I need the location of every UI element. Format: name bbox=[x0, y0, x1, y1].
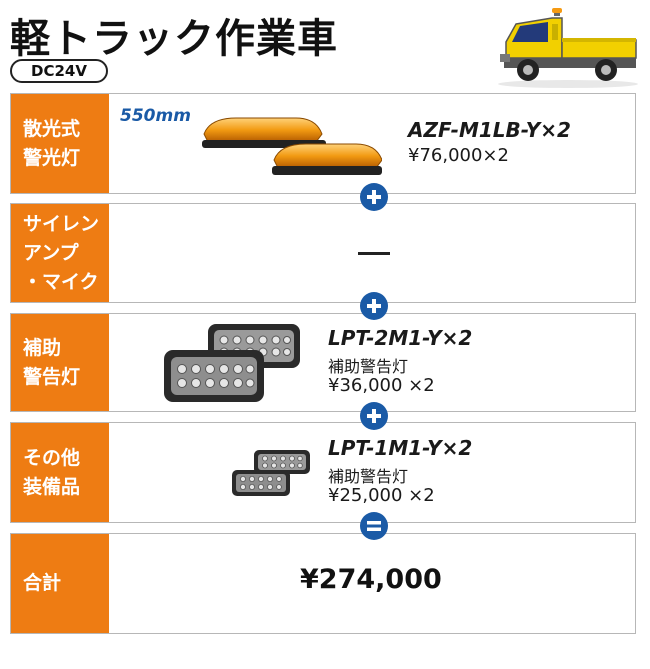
no-product-dash bbox=[358, 252, 390, 255]
light-bar-image bbox=[202, 117, 382, 175]
page-title: 軽トラック作業車 bbox=[10, 16, 338, 62]
product-type: 補助警告灯 bbox=[328, 467, 409, 486]
small-warning-light-image bbox=[232, 450, 310, 496]
plus-icon bbox=[360, 183, 388, 211]
category-label: 散光式 警光灯 bbox=[11, 94, 109, 193]
product-name: AZF-M1LB-Y×2 bbox=[408, 118, 571, 142]
truck-icon bbox=[498, 8, 638, 88]
plus-icon bbox=[360, 402, 388, 430]
row-total: 合計 bbox=[10, 533, 636, 634]
row-other-equipment: その他 装備品 bbox=[10, 422, 636, 523]
product-type: 補助警告灯 bbox=[328, 357, 409, 376]
product-name: LPT-1M1-Y×2 bbox=[328, 436, 473, 460]
total-price: ¥274,000 bbox=[300, 564, 442, 595]
voltage-badge: DC24V bbox=[10, 59, 108, 83]
category-label: サイレン アンプ ・マイク bbox=[11, 204, 109, 302]
warning-light-image bbox=[164, 324, 300, 402]
product-price: ¥76,000×2 bbox=[408, 145, 509, 166]
category-label: その他 装備品 bbox=[11, 423, 109, 522]
product-name: LPT-2M1-Y×2 bbox=[328, 326, 473, 350]
row-warning-light: 補助 警告灯 bbox=[10, 313, 636, 412]
category-label: 合計 bbox=[11, 534, 109, 633]
row-siren: サイレン アンプ ・マイク bbox=[10, 203, 636, 303]
size-label: 550mm bbox=[120, 106, 191, 126]
product-price: ¥36,000 ×2 bbox=[328, 375, 435, 396]
category-label: 補助 警告灯 bbox=[11, 314, 109, 411]
product-price: ¥25,000 ×2 bbox=[328, 485, 435, 506]
equals-icon bbox=[360, 512, 388, 540]
plus-icon bbox=[360, 292, 388, 320]
